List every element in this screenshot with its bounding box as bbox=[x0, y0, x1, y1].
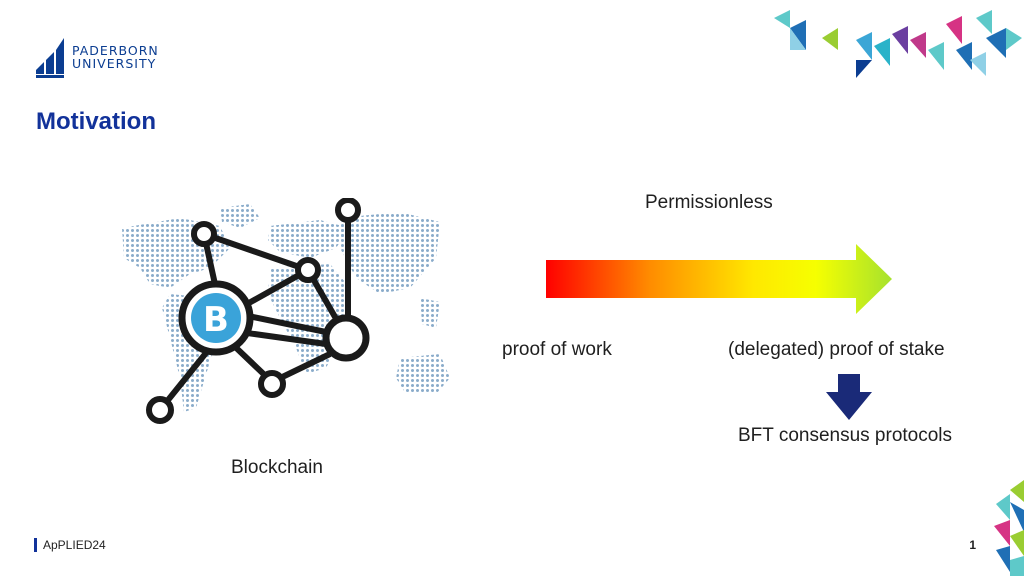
logo-mark-icon bbox=[36, 38, 64, 78]
world-map-dots bbox=[122, 204, 450, 412]
university-logo bbox=[36, 38, 64, 78]
blockchain-label: Blockchain bbox=[231, 457, 323, 478]
bft-consensus-label: BFT consensus protocols bbox=[738, 425, 953, 446]
logo-line-1: PADERBORN bbox=[72, 43, 159, 58]
proof-of-stake-label: (delegated) proof of stake bbox=[728, 339, 945, 360]
page-number: 1 bbox=[969, 538, 976, 552]
footer-event-label: ApPLIED24 bbox=[43, 538, 106, 552]
logo-line-2: UNIVERSITY bbox=[72, 56, 157, 71]
decorative-triangles-top bbox=[774, 10, 1022, 78]
decorative-triangles-bottom bbox=[994, 480, 1024, 576]
footer-accent-bar bbox=[34, 538, 37, 552]
logo-wordmark: PADERBORN UNIVERSITY bbox=[72, 44, 159, 70]
slide-title: Motivation bbox=[36, 108, 156, 135]
permissionless-label: Permissionless bbox=[645, 192, 773, 213]
proof-of-work-label: proof of work bbox=[502, 339, 612, 360]
network-nodes: B bbox=[146, 198, 370, 424]
blockchain-network-icon: B bbox=[122, 198, 450, 424]
gradient-arrow-right-icon bbox=[546, 244, 892, 314]
arrow-down-icon bbox=[826, 374, 872, 420]
bitcoin-b-glyph: B bbox=[203, 300, 229, 340]
